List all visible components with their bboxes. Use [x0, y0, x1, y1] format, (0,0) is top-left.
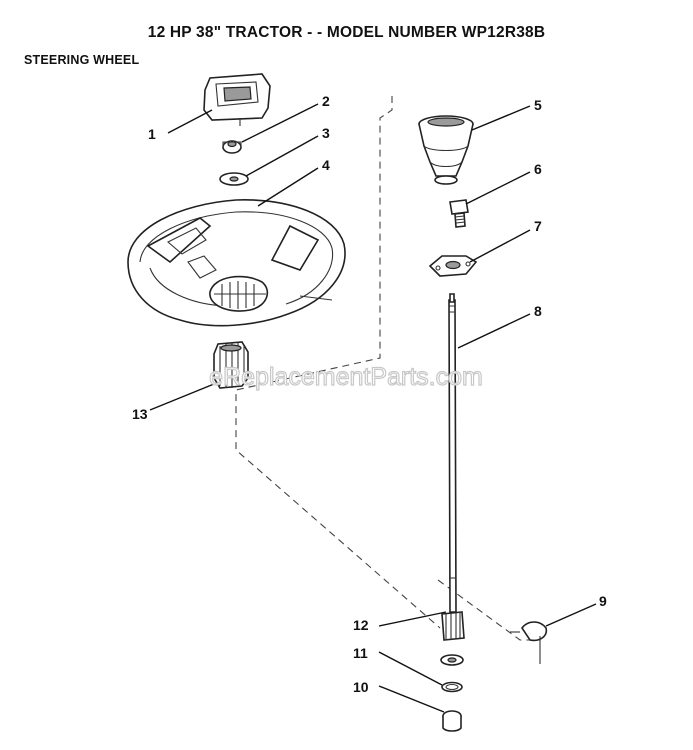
callout-11: 11 [353, 645, 368, 661]
callout-3: 3 [322, 125, 330, 141]
callout-5: 5 [534, 97, 542, 113]
callout-2: 2 [322, 93, 330, 109]
part-5-boot[interactable] [418, 115, 474, 185]
part-12-washer[interactable] [440, 654, 464, 666]
callout-12: 12 [353, 617, 369, 633]
part-10-cap-nut[interactable] [442, 710, 462, 732]
part-13-adapter[interactable] [213, 341, 249, 389]
leader-lines [149, 103, 597, 713]
part-12-gear-end[interactable] [441, 611, 465, 641]
part-7-flange[interactable] [428, 255, 478, 277]
callout-9: 9 [599, 593, 607, 609]
watermark-text: eReplacementParts.com [209, 363, 483, 391]
callout-numbers: 1 2 3 4 5 6 7 8 9 10 11 12 13 [132, 93, 607, 695]
callout-8: 8 [534, 303, 542, 319]
callout-1: 1 [148, 126, 156, 142]
part-11-snap-ring[interactable] [441, 681, 463, 693]
part-6-bolt[interactable] [449, 199, 469, 228]
callout-13: 13 [132, 406, 148, 422]
callout-7: 7 [534, 218, 542, 234]
part-4-steering-wheel[interactable] [127, 199, 346, 327]
part-8-steering-shaft[interactable] [448, 293, 457, 613]
callout-4: 4 [322, 157, 330, 173]
page-title: 12 HP 38" TRACTOR - - MODEL NUMBER WP12R… [147, 24, 546, 41]
part-1-wheel-cap[interactable] [203, 73, 271, 126]
part-3-washer[interactable] [219, 172, 249, 186]
callout-6: 6 [534, 161, 542, 177]
part-2-nut[interactable] [222, 140, 242, 154]
part-9-rod-end[interactable] [510, 621, 548, 664]
callout-10: 10 [353, 679, 369, 695]
section-title: STEERING WHEEL [24, 53, 140, 67]
